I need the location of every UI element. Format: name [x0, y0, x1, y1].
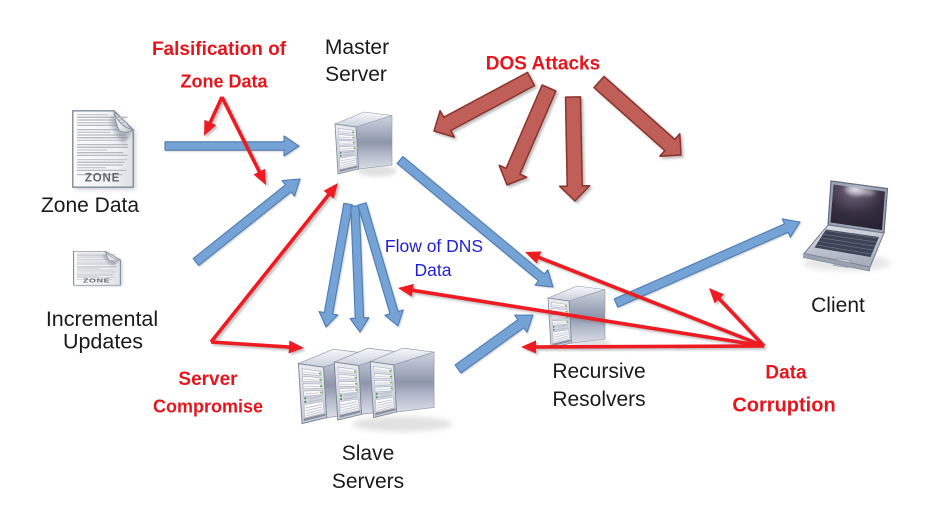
svg-text:Compromise: Compromise — [153, 397, 263, 417]
svg-text:Recursive: Recursive — [552, 360, 645, 383]
svg-text:Data: Data — [415, 260, 452, 280]
svg-text:Server: Server — [178, 369, 238, 390]
svg-text:Incremental: Incremental — [46, 307, 158, 331]
svg-text:Zone Data: Zone Data — [41, 194, 139, 217]
svg-text:Servers: Servers — [332, 470, 404, 493]
svg-text:Flow of DNS: Flow of DNS — [385, 236, 483, 256]
svg-text:Falsification of: Falsification of — [152, 39, 287, 60]
svg-text:Zone Data: Zone Data — [180, 72, 268, 92]
svg-text:Resolvers: Resolvers — [552, 388, 645, 411]
svg-text:Corruption: Corruption — [732, 395, 835, 417]
svg-text:Client: Client — [811, 294, 865, 317]
svg-text:DOS Attacks: DOS Attacks — [486, 54, 600, 75]
svg-text:Master: Master — [325, 36, 389, 59]
svg-text:Server: Server — [325, 63, 387, 86]
svg-text:Slave: Slave — [342, 442, 395, 465]
svg-text:Data: Data — [765, 363, 807, 384]
svg-text:Updates: Updates — [63, 330, 143, 354]
